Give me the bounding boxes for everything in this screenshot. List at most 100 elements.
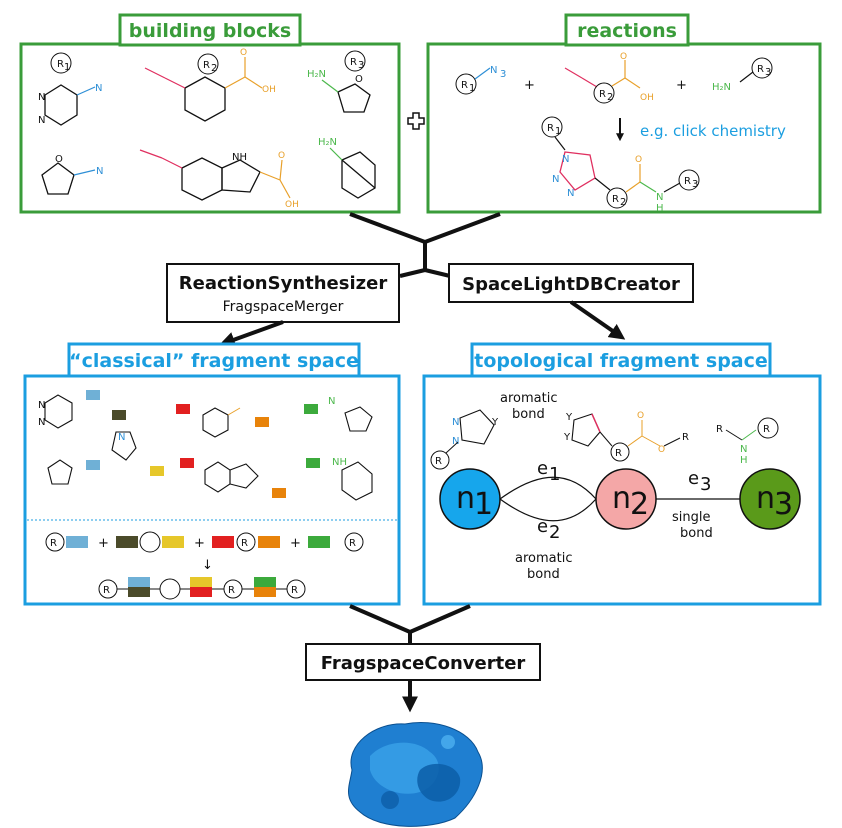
plus-sign: + xyxy=(524,78,535,93)
svg-text:N: N xyxy=(38,417,45,428)
svg-text:n: n xyxy=(456,481,475,516)
svg-text:R: R xyxy=(57,59,64,70)
svg-text:H: H xyxy=(656,203,664,214)
reaction-synthesizer-box: ReactionSynthesizer FragspaceMerger xyxy=(166,263,400,323)
classical-fragment-space-panel: “classical” fragment space N N N N xyxy=(23,342,401,606)
amine-reactant: H₂N R 3 xyxy=(712,57,773,93)
edge-e1 xyxy=(499,476,597,500)
furan-azide-molecule: O N xyxy=(41,154,103,195)
topological-fragments: N N Y R aromatic bond Y Y R O O R R xyxy=(430,391,779,470)
aminofuran-molecule: R 3 O H₂N xyxy=(307,50,371,113)
svg-text:Y: Y xyxy=(563,432,571,443)
svg-text:R: R xyxy=(612,194,619,205)
svg-text:N: N xyxy=(567,188,574,199)
combine-plus-icon xyxy=(407,112,425,130)
svg-text:n: n xyxy=(612,481,631,516)
svg-text:3: 3 xyxy=(500,69,506,80)
svg-text:OH: OH xyxy=(262,85,276,95)
svg-text:bond: bond xyxy=(527,567,560,582)
classical-combination-row: R + + R + R xyxy=(45,531,364,553)
svg-text:N: N xyxy=(740,444,747,455)
svg-text:N: N xyxy=(95,83,102,94)
svg-text:bond: bond xyxy=(512,407,545,422)
svg-text:N: N xyxy=(656,192,663,203)
reaction-synthesizer-label: ReactionSynthesizer xyxy=(179,273,388,294)
node-n3 xyxy=(739,468,801,530)
svg-text:1: 1 xyxy=(474,487,493,522)
svg-text:R: R xyxy=(241,538,248,549)
svg-text:R: R xyxy=(228,585,235,596)
svg-text:Y: Y xyxy=(565,412,573,423)
svg-text:1: 1 xyxy=(469,83,475,94)
edge-e2 xyxy=(499,498,597,522)
svg-text:R: R xyxy=(461,80,468,91)
svg-text:Y: Y xyxy=(491,417,499,428)
svg-text:2: 2 xyxy=(607,92,613,103)
bottom-merge-connector xyxy=(349,604,471,645)
svg-text:3: 3 xyxy=(700,474,711,495)
svg-text:R: R xyxy=(757,64,764,75)
svg-text:H₂N: H₂N xyxy=(307,69,326,80)
svg-text:e: e xyxy=(537,458,548,479)
triazole-product: R 1 N N N R 2 O N H R 3 xyxy=(541,116,700,214)
svg-text:R: R xyxy=(716,424,723,435)
building-blocks-panel: building blocks R 1 N N N O N R 2 xyxy=(19,13,401,214)
svg-text:bond: bond xyxy=(680,526,713,541)
svg-text:1: 1 xyxy=(549,464,560,485)
svg-text:OH: OH xyxy=(285,200,299,210)
svg-text:NH: NH xyxy=(232,152,247,163)
svg-text:R: R xyxy=(50,538,57,549)
svg-text:R: R xyxy=(349,538,356,549)
svg-text:e: e xyxy=(537,516,548,537)
svg-text:R: R xyxy=(435,456,442,467)
svg-text:N: N xyxy=(118,432,125,443)
svg-text:aromatic: aromatic xyxy=(500,391,557,406)
node-n2 xyxy=(595,468,657,530)
svg-text:+: + xyxy=(194,536,205,551)
svg-text:aromatic: aromatic xyxy=(515,551,572,566)
top-merge-connector xyxy=(349,212,501,278)
tool-output-arrows xyxy=(218,300,626,348)
svg-text:N: N xyxy=(552,174,559,185)
svg-text:N: N xyxy=(38,115,45,126)
svg-text:R: R xyxy=(547,123,554,134)
svg-text:3: 3 xyxy=(692,179,698,190)
svg-text:3: 3 xyxy=(358,60,364,71)
click-chemistry-label: e.g. click chemistry xyxy=(640,122,786,140)
svg-text:e: e xyxy=(688,468,699,489)
svg-text:+: + xyxy=(290,536,301,551)
svg-text:+: + xyxy=(98,536,109,551)
svg-text:N: N xyxy=(38,92,45,103)
svg-text:O: O xyxy=(278,151,285,161)
svg-text:O: O xyxy=(635,155,642,165)
svg-text:2: 2 xyxy=(620,197,626,208)
svg-text:single: single xyxy=(672,510,711,525)
svg-text:N: N xyxy=(490,65,497,76)
fragspace-merger-label: FragspaceMerger xyxy=(223,299,344,315)
reactions-panel: reactions R 1 N 3 + R 2 O OH + H₂N xyxy=(426,13,822,214)
topological-title: topological fragment space xyxy=(474,350,768,372)
svg-text:N: N xyxy=(38,400,45,411)
svg-text:2: 2 xyxy=(211,63,217,74)
svg-text:R: R xyxy=(203,60,210,71)
svg-text:R: R xyxy=(684,176,691,187)
svg-text:N: N xyxy=(96,166,103,177)
svg-text:1: 1 xyxy=(64,62,70,73)
classical-assembled-row: R R R xyxy=(98,577,306,600)
fragspace-converter-label: FragspaceConverter xyxy=(321,653,526,674)
svg-text:R: R xyxy=(103,585,110,596)
pyrimidine-azide-molecule: R 1 N N N xyxy=(38,52,102,126)
topological-graph: e 1 e 2 e 3 n 1 n 2 n 3 aromatic bond si… xyxy=(439,458,801,582)
svg-text:N: N xyxy=(452,436,459,447)
protein-surface-icon xyxy=(348,721,483,827)
alkyne-acid-reactant: R 2 O OH xyxy=(564,52,654,104)
svg-text:2: 2 xyxy=(549,522,560,543)
alkyne-benzoic-acid-molecule: R 2 O OH xyxy=(144,48,276,122)
svg-text:N: N xyxy=(328,396,335,407)
svg-text:R: R xyxy=(615,448,622,459)
svg-text:NH: NH xyxy=(332,457,347,468)
svg-text:n: n xyxy=(756,481,775,516)
svg-text:2: 2 xyxy=(630,487,649,522)
topological-fragment-space-panel: topological fragment space N N Y R aroma… xyxy=(422,342,822,606)
